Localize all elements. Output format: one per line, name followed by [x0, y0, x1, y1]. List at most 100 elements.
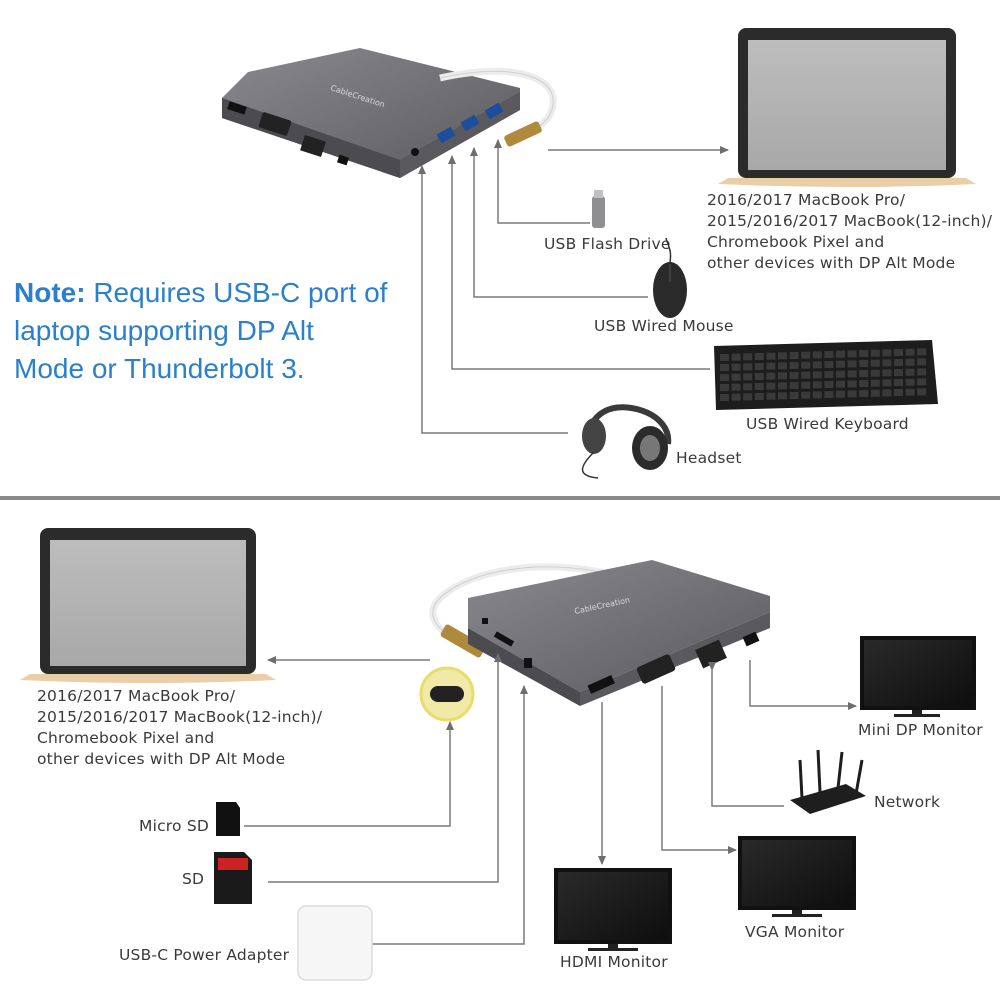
- note-bold: Note:: [14, 277, 86, 308]
- top-laptop-line-3: Chromebook Pixel and: [707, 233, 885, 251]
- keyboard-key: [894, 349, 903, 357]
- keyboard-key: [801, 361, 811, 369]
- keyboard-key: [836, 350, 845, 358]
- keyboard-key: [789, 362, 799, 370]
- sd-label: SD: [182, 870, 205, 888]
- network-label: Network: [874, 793, 941, 811]
- keyboard-key: [789, 382, 799, 390]
- network-router: [790, 749, 866, 814]
- power-adapter-label: USB-C Power Adapter: [119, 946, 290, 964]
- keyboard-key: [847, 370, 857, 378]
- section-divider: [0, 496, 1000, 500]
- keyboard-key: [801, 371, 811, 379]
- keyboard-key: [789, 392, 799, 400]
- keyboard-key: [812, 351, 822, 359]
- top-laptop-line-2: 2015/2016/2017 MacBook(12-inch)/: [707, 212, 993, 230]
- keyboard-key: [766, 352, 776, 360]
- keyboard-key: [917, 358, 927, 366]
- keyboard-key: [847, 360, 857, 368]
- usb-c-power-adapter: [297, 905, 373, 981]
- keyboard-key: [870, 379, 880, 387]
- keyboard-key: [894, 389, 903, 397]
- keyboard-key: [812, 361, 822, 369]
- bottom-laptop-line-3: Chromebook Pixel and: [37, 729, 215, 747]
- keyboard-key: [801, 351, 811, 359]
- note-text: Note: Requires USB-C port of laptop supp…: [14, 274, 434, 388]
- hdmi-monitor-label: HDMI Monitor: [560, 953, 668, 971]
- keyboard-key: [905, 368, 915, 376]
- keyboard-key: [894, 379, 903, 387]
- hub-top: CableCreation: [222, 48, 520, 178]
- headset-label: Headset: [676, 449, 742, 467]
- keyboard-key: [720, 354, 729, 361]
- hdmi-monitor: [554, 868, 672, 951]
- top-arrows: [418, 139, 729, 434]
- keyboard-key: [917, 378, 927, 386]
- micro-sd-label: Micro SD: [139, 817, 210, 835]
- keyboard-key: [905, 358, 915, 366]
- keyboard-key: [836, 390, 845, 398]
- keyboard-key: [859, 370, 869, 378]
- keyboard-key: [778, 372, 787, 380]
- keyboard-key: [766, 382, 776, 390]
- bottom-laptop-line-2: 2015/2016/2017 MacBook(12-inch)/: [37, 708, 323, 726]
- keyboard-key: [859, 350, 869, 358]
- usb-keyboard: [714, 340, 938, 410]
- keyboard-key: [847, 390, 857, 398]
- top-laptop-line-1: 2016/2017 MacBook Pro/: [707, 191, 906, 209]
- keyboard-key: [859, 380, 869, 388]
- keyboard-key: [917, 388, 927, 396]
- keyboard-key: [743, 373, 753, 381]
- keyboard-key: [836, 370, 845, 378]
- micro-sd-card: [216, 802, 240, 836]
- keyboard-key: [720, 374, 729, 381]
- keyboard-key: [743, 393, 753, 401]
- keyboard-key: [778, 352, 787, 360]
- keyboard-key: [754, 353, 764, 361]
- keyboard-key: [894, 369, 903, 377]
- note-line-3: Mode or Thunderbolt 3.: [14, 353, 305, 384]
- keyboard-key: [812, 371, 822, 379]
- keyboard-key: [801, 391, 811, 399]
- keyboard-key: [917, 368, 927, 376]
- keyboard-key: [731, 393, 741, 401]
- keyboard-key: [905, 378, 915, 386]
- note-line-1: Requires USB-C port of: [93, 277, 388, 308]
- bottom-laptop-line-1: 2016/2017 MacBook Pro/: [37, 687, 236, 705]
- usb-mouse: [653, 237, 687, 318]
- laptop-bottom: [20, 528, 276, 683]
- usb-keyboard-label: USB Wired Keyboard: [746, 415, 909, 433]
- keyboard-key: [870, 389, 880, 397]
- keyboard-key: [870, 369, 880, 377]
- sd-card: [214, 852, 252, 904]
- usb-c-port-callout: [419, 666, 475, 722]
- keyboard-key: [743, 363, 753, 371]
- keyboard-key: [789, 352, 799, 360]
- bottom-arrows: [244, 653, 857, 945]
- keyboard-key: [882, 379, 892, 387]
- usb-flash-drive-label: USB Flash Drive: [544, 235, 671, 253]
- keyboard-key: [778, 382, 787, 390]
- keyboard-key: [731, 353, 741, 361]
- keyboard-key: [754, 363, 764, 371]
- keyboard-key: [824, 371, 834, 379]
- vga-monitor: [738, 836, 856, 917]
- keyboard-key: [870, 349, 880, 357]
- keyboard-key: [824, 391, 834, 399]
- keyboard-key: [766, 362, 776, 370]
- keyboard-key: [870, 359, 880, 367]
- keyboard-key: [882, 349, 892, 357]
- laptop-top: [718, 28, 976, 187]
- keyboard-key: [731, 383, 741, 391]
- keyboard-key: [824, 351, 834, 359]
- usb-flash-drive: [592, 190, 605, 228]
- mini-dp-monitor: [860, 636, 976, 717]
- keyboard-key: [882, 389, 892, 397]
- keyboard-key: [754, 393, 764, 401]
- headset: [581, 404, 672, 479]
- keyboard-key: [859, 360, 869, 368]
- keyboard-key: [812, 391, 822, 399]
- keyboard-key: [836, 360, 845, 368]
- keyboard-key: [731, 363, 741, 371]
